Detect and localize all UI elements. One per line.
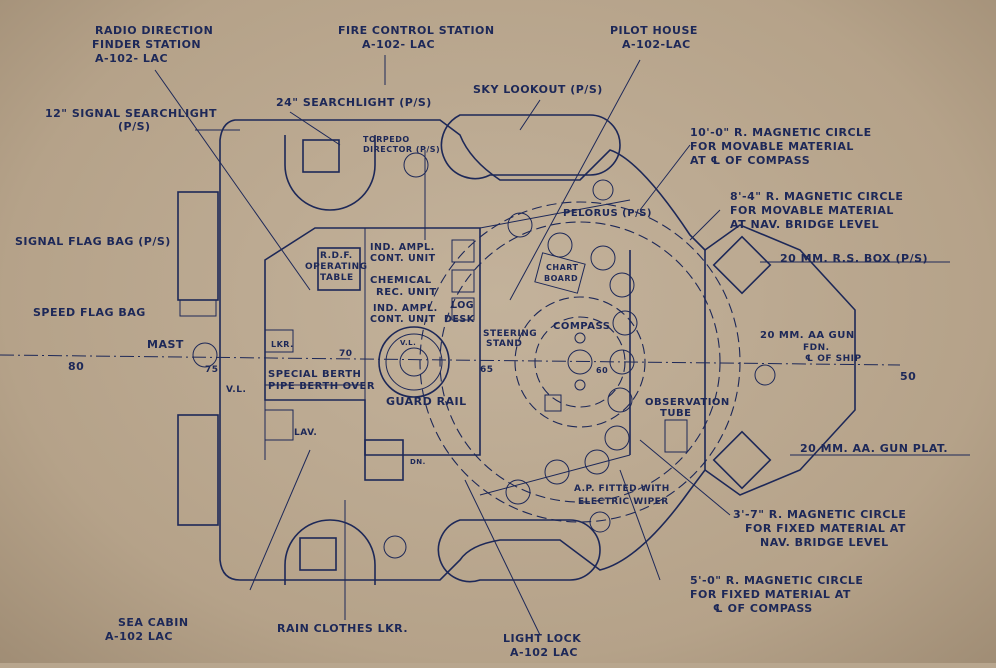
label-gun-plat: 20 MM. AA. GUN PLAT. bbox=[800, 442, 948, 455]
label-24in-searchlight: 24" SEARCHLIGHT (P/S) bbox=[276, 96, 432, 109]
centerline bbox=[0, 354, 901, 366]
label-fdn-ship: FDN.℄ OF SHIP bbox=[803, 343, 862, 364]
label-rs-box: 20 MM. R.S. BOX (P/S) bbox=[780, 252, 928, 265]
label-aa-gun: 20 MM. AA GUN bbox=[760, 330, 855, 341]
frame-50: 50 bbox=[900, 370, 916, 383]
frame-70: 70 bbox=[339, 349, 353, 359]
label-signal-searchlight: 12" SIGNAL SEARCHLIGHT(P/S) bbox=[45, 107, 217, 133]
frame-65: 65 bbox=[480, 365, 494, 375]
label-dn: DN. bbox=[410, 458, 426, 466]
label-pelorus: PELORUS (P/S) bbox=[563, 208, 652, 219]
label-vl: V.L. bbox=[226, 385, 246, 395]
frame-75: 75 bbox=[205, 365, 219, 375]
label-signal-flag-bag: SIGNAL FLAG BAG (P/S) bbox=[15, 235, 171, 248]
label-lkr: LKR. bbox=[271, 340, 294, 349]
label-mast: MAST bbox=[147, 338, 184, 351]
frame-80: 80 bbox=[68, 360, 84, 373]
label-vl-platform: V.L. bbox=[400, 339, 416, 347]
magnetic-circles bbox=[419, 201, 741, 523]
label-ind-ampl-2: IND. AMPL.CONT. UNIT bbox=[370, 303, 438, 325]
label-guard-rail: GUARD RAIL bbox=[386, 395, 467, 408]
label-rain-clothes: RAIN CLOTHES LKR. bbox=[277, 622, 408, 635]
label-compass: COMPASS bbox=[553, 321, 610, 332]
label-ind-ampl-1: IND. AMPL.CONT. UNIT bbox=[370, 242, 436, 264]
leader-lines bbox=[154, 55, 970, 636]
label-speed-flag-bag: SPEED FLAG BAG bbox=[33, 306, 146, 319]
label-sky-lookout: SKY LOOKOUT (P/S) bbox=[473, 83, 603, 96]
deck-outline bbox=[177, 114, 856, 585]
frame-60: 60 bbox=[596, 366, 608, 375]
pelorus-ring bbox=[505, 179, 638, 533]
label-lav: LAV. bbox=[294, 428, 317, 438]
